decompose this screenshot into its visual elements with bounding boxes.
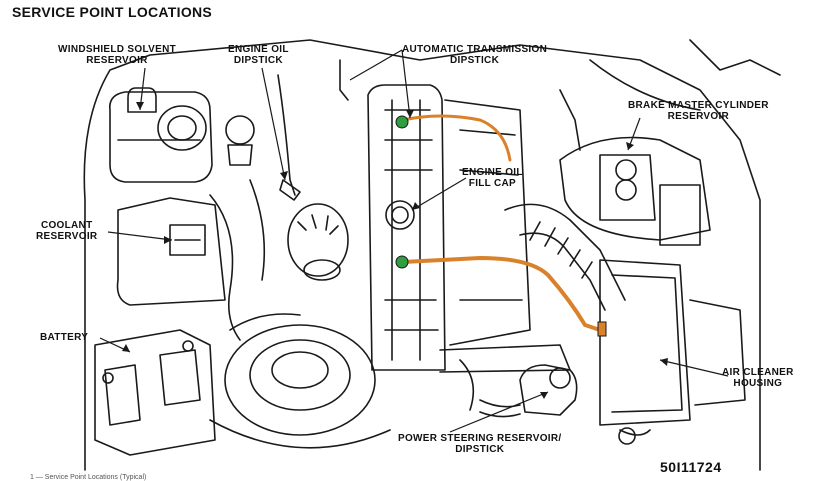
label-line: FILL CAP — [468, 178, 516, 189]
engine-oil-highlight-tube — [401, 255, 602, 332]
label-windshield-solvent: WINDSHIELD SOLVENT RESERVOIR — [58, 44, 176, 66]
label-line: ENGINE OIL — [228, 44, 289, 55]
label-air-cleaner-housing: AIR CLEANER HOUSING — [722, 367, 794, 389]
leader-air-cleaner — [659, 359, 729, 377]
label-engine-oil-fill-cap: ENGINE OIL FILL CAP — [462, 167, 523, 189]
footer-caption: 1 — Service Point Locations (Typical) — [30, 474, 147, 481]
air-cleaner-housing — [599, 259, 746, 426]
label-line: COOLANT — [40, 220, 93, 231]
label-line: RESERVOIR — [36, 231, 98, 242]
label-coolant-reservoir: COOLANT RESERVOIR — [36, 220, 97, 242]
label-line: WINDSHIELD SOLVENT — [58, 44, 176, 55]
leader-oil-dipstick — [261, 67, 286, 181]
label-line: RESERVOIR — [667, 111, 730, 122]
label-line: DIPSTICK — [450, 55, 500, 66]
battery — [94, 329, 216, 456]
intake-manifold — [439, 99, 571, 373]
label-brake-master-cylinder: BRAKE MASTER CYLINDER RESERVOIR — [628, 100, 769, 122]
leader-oil-fill — [411, 177, 467, 211]
engine-oil-dipstick — [225, 74, 301, 201]
label-engine-oil-dipstick: ENGINE OIL DIPSTICK — [228, 44, 289, 66]
label-line: DIPSTICK — [455, 444, 505, 455]
label-line: BATTERY — [40, 332, 89, 343]
label-power-steering: POWER STEERING RESERVOIR/ DIPSTICK — [398, 433, 561, 455]
page-title: SERVICE POINT LOCATIONS — [12, 4, 213, 20]
front-engine-components — [209, 313, 391, 449]
leader-coolant — [107, 231, 173, 241]
trans-dipstick-handle — [395, 115, 409, 129]
oil-tube-handle — [395, 255, 409, 269]
leader-power-steering — [449, 391, 549, 433]
leader-trans-dipstick — [349, 49, 411, 119]
brake-master-cylinder — [559, 136, 711, 246]
label-battery: BATTERY — [40, 332, 88, 343]
label-line: ENGINE OIL — [462, 167, 523, 178]
coolant-reservoir — [116, 197, 226, 306]
label-line: AUTOMATIC TRANSMISSION — [402, 44, 548, 55]
distributor — [287, 203, 349, 281]
label-line: POWER STEERING RESERVOIR/ — [398, 433, 562, 444]
air-intake-duct — [504, 203, 626, 311]
label-auto-trans-dipstick: AUTOMATIC TRANSMISSION DIPSTICK — [402, 44, 547, 66]
power-steering-reservoir — [479, 364, 578, 418]
windshield-solvent-reservoir — [108, 87, 213, 183]
engine-bay-outline — [83, 39, 761, 471]
label-line: DIPSTICK — [233, 55, 283, 66]
label-line: RESERVOIR — [86, 55, 148, 66]
label-line: BRAKE MASTER CYLINDER — [628, 100, 769, 111]
engine-oil-fill-cap — [385, 200, 415, 230]
figure-number: 50I11724 — [660, 459, 722, 475]
label-line: AIR CLEANER — [722, 367, 794, 378]
label-line: HOUSING — [733, 378, 783, 389]
transmission-dipstick-tube — [401, 114, 512, 162]
